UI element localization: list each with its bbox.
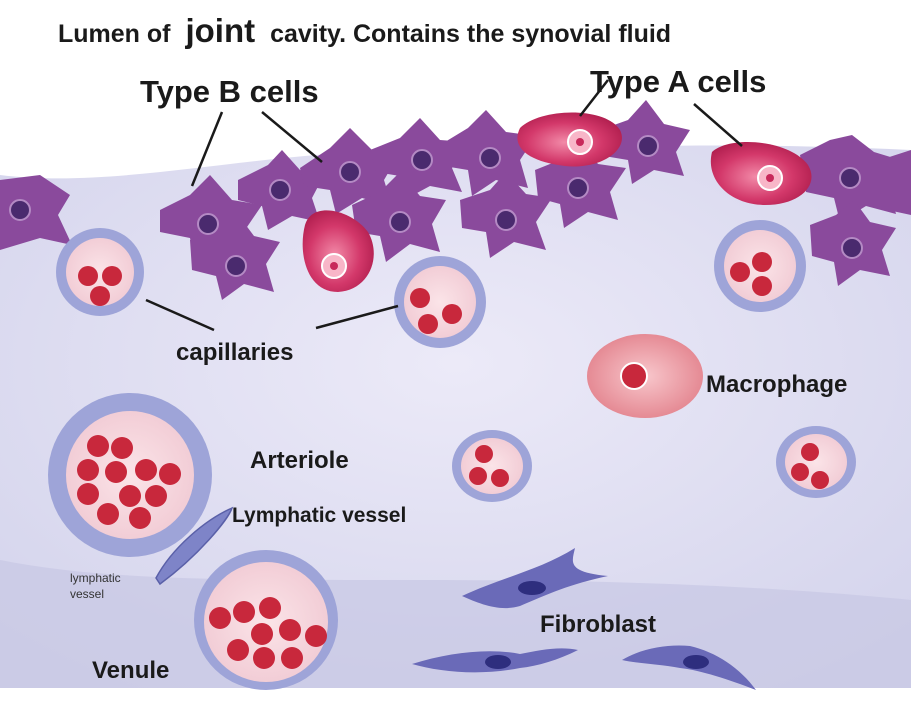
label-capillaries: capillaries — [176, 339, 293, 366]
leader-capillaries-1 — [145, 298, 215, 332]
type-b-nucleus — [479, 147, 501, 169]
red-blood-cell — [135, 459, 157, 481]
label-arteriole: Arteriole — [250, 447, 349, 474]
header-highlight: joint — [184, 12, 255, 49]
red-blood-cell — [77, 483, 99, 505]
type-b-nucleus — [841, 237, 863, 259]
type-b-nucleus — [389, 211, 411, 233]
type-a-cell — [302, 210, 374, 292]
label-lymphatic-vessel: Lymphatic vessel — [232, 504, 406, 527]
label-lymphatic-small-2: vessel — [70, 587, 104, 601]
header-suffix: cavity. Contains the synovial fluid — [270, 20, 671, 48]
leader-lines — [145, 79, 743, 332]
red-blood-cell — [129, 507, 151, 529]
fibroblast-nucleus — [485, 655, 511, 669]
label-lymphatic-small-1: lymphatic — [70, 571, 121, 585]
red-blood-cell — [752, 276, 772, 296]
red-blood-cell — [233, 601, 255, 623]
red-blood-cell — [145, 485, 167, 507]
red-blood-cell — [475, 445, 493, 463]
capillary — [714, 220, 806, 312]
capillary — [394, 256, 486, 348]
red-blood-cell — [801, 443, 819, 461]
bottom-border — [0, 688, 911, 702]
type-b-nucleus — [495, 209, 517, 231]
header-prefix: Lumen of — [58, 20, 171, 48]
type-a-nucleolus — [766, 174, 774, 182]
type-b-cell — [0, 175, 72, 250]
red-blood-cell — [491, 469, 509, 487]
red-blood-cell — [305, 625, 327, 647]
macrophage — [587, 334, 703, 418]
venule — [194, 550, 338, 690]
red-blood-cell — [105, 461, 127, 483]
type-b-nucleus — [197, 213, 219, 235]
fibroblast-nucleus — [518, 581, 546, 595]
leader-capillaries-2 — [315, 304, 399, 330]
type-b-nucleus — [567, 177, 589, 199]
red-blood-cell — [811, 471, 829, 489]
fibroblast-nuclei — [485, 581, 709, 669]
capillary — [56, 228, 144, 316]
leader-type-b-1 — [190, 111, 224, 187]
fibroblast-nucleus — [683, 655, 709, 669]
label-macrophage: Macrophage — [706, 371, 847, 398]
red-blood-cell — [78, 266, 98, 286]
red-blood-cell — [77, 459, 99, 481]
lymphatic-vessel — [155, 506, 234, 586]
label-venule: Venule — [92, 657, 169, 684]
type-b-cell — [880, 150, 911, 215]
type-b-nucleus — [225, 255, 247, 277]
type-a-nucleolus — [576, 138, 584, 146]
red-blood-cell — [227, 639, 249, 661]
red-blood-cell — [281, 647, 303, 669]
red-blood-cell — [253, 647, 275, 669]
fibroblast-cell — [462, 548, 608, 609]
red-blood-cell — [87, 435, 109, 457]
type-b-nucleus — [411, 149, 433, 171]
red-blood-cell — [730, 262, 750, 282]
label-type-a-cells: Type A cells — [590, 64, 766, 99]
header-title: Lumen of joint cavity. Contains the syno… — [58, 12, 671, 49]
leader-type-b-2 — [261, 111, 323, 163]
type-b-nucleus — [637, 135, 659, 157]
arteriole — [48, 393, 212, 557]
type-a-cells — [302, 112, 812, 292]
macrophage-nucleus — [620, 362, 648, 390]
type-b-nuclei — [9, 135, 863, 277]
red-blood-cell — [259, 597, 281, 619]
red-blood-cell — [97, 503, 119, 525]
red-blood-cell — [119, 485, 141, 507]
capillary-lumen — [461, 438, 523, 494]
red-blood-cell — [209, 607, 231, 629]
type-b-nucleus — [9, 199, 31, 221]
capillary — [452, 430, 532, 502]
red-blood-cell — [102, 266, 122, 286]
label-fibroblast: Fibroblast — [540, 611, 656, 638]
red-blood-cell — [90, 286, 110, 306]
label-type-b-cells: Type B cells — [140, 74, 319, 109]
red-blood-cell — [279, 619, 301, 641]
red-blood-cell — [791, 463, 809, 481]
red-blood-cell — [752, 252, 772, 272]
red-blood-cell — [418, 314, 438, 334]
red-blood-cell — [410, 288, 430, 308]
red-blood-cell — [442, 304, 462, 324]
type-b-nucleus — [269, 179, 291, 201]
type-a-nucleolus — [330, 262, 338, 270]
capillary — [776, 426, 856, 498]
red-blood-cell — [469, 467, 487, 485]
leader-type-a-1 — [579, 79, 609, 117]
red-blood-cell — [251, 623, 273, 645]
capillary-lumen — [66, 238, 134, 306]
type-b-nucleus — [839, 167, 861, 189]
type-b-nucleus — [339, 161, 361, 183]
leader-type-a-2 — [693, 103, 743, 147]
red-blood-cell — [159, 463, 181, 485]
red-blood-cell — [111, 437, 133, 459]
